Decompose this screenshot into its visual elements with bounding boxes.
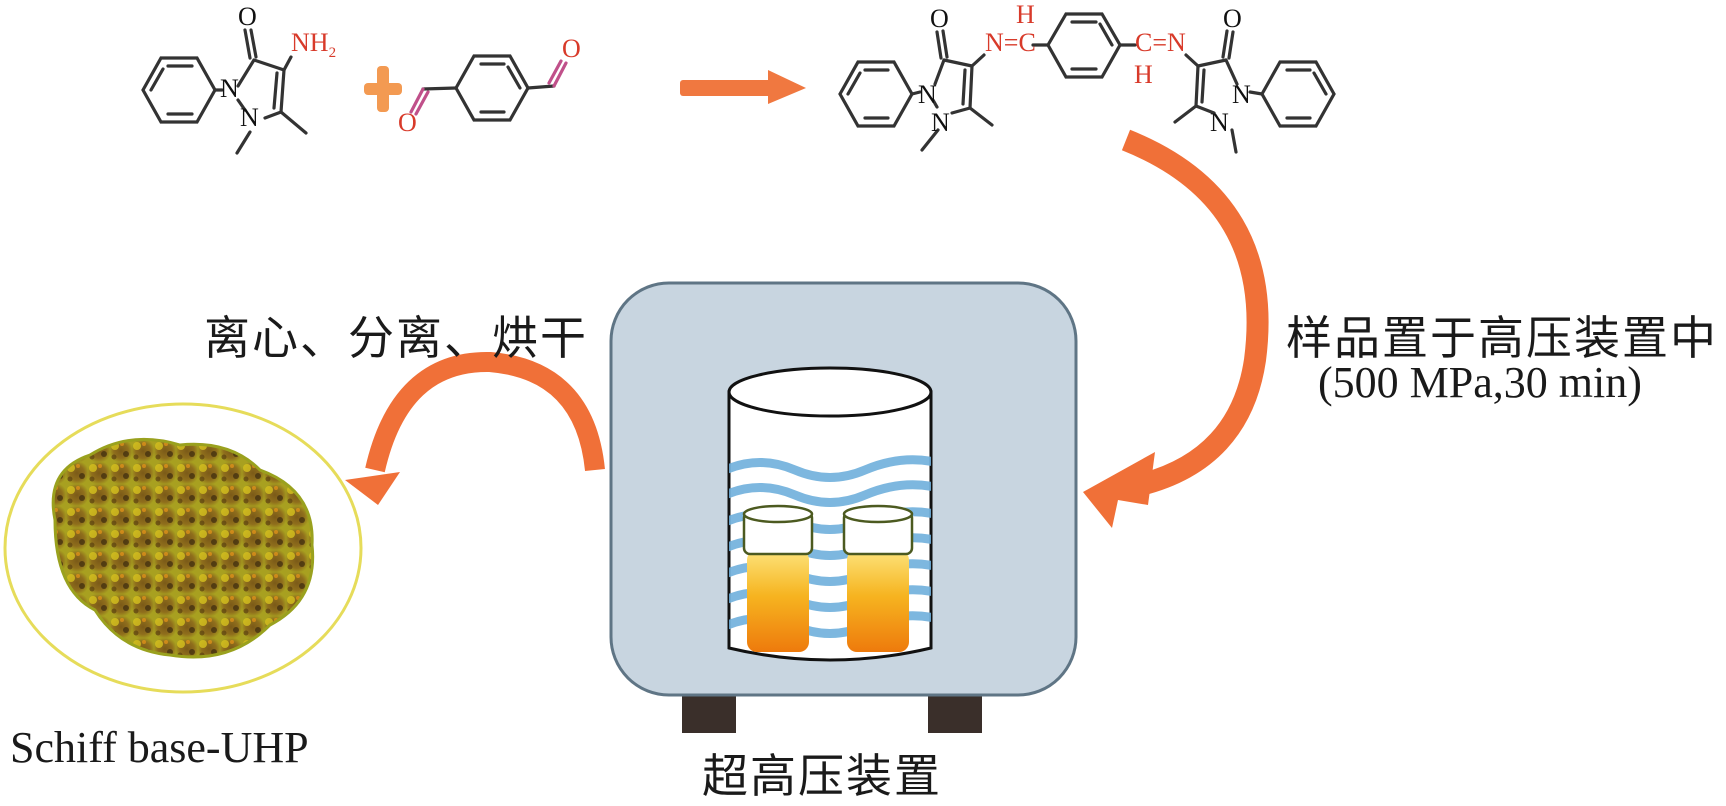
arrow-to-device [1083,129,1269,528]
product-imine-right: C=N [1135,28,1186,57]
product-label: Schiff base-UHP [10,723,309,772]
atom-o-right: O [562,34,581,63]
product-atom-o-right: O [1223,4,1242,33]
reactant-aminoantipyrine [141,28,308,155]
arrow-to-product [345,351,605,505]
atom-nh2: NH2 [291,28,336,62]
atom-o: O [238,2,257,31]
product-powder-image [3,402,363,694]
product-atom-n2-left: N [931,108,950,137]
vial-right [842,504,914,652]
reaction-arrow [680,70,806,104]
atom-nh2-main: NH [291,28,329,57]
product-atom-n2-right: N [1210,108,1229,137]
product-schiff-base [838,12,1336,154]
device-foot-left [682,693,736,733]
device-foot-right [928,693,982,733]
product-atom-n1-right: N [1232,80,1251,109]
product-imine-left: N=C [985,28,1036,57]
pressure-step-conditions: (500 MPa,30 min) [1318,358,1642,407]
reactant-terephthalaldehyde [409,54,568,122]
vial-left [742,504,814,652]
product-h-right: H [1134,60,1153,89]
product-atom-n1-left: N [918,80,937,109]
product-atom-o-left: O [930,4,949,33]
plus-sign [364,66,402,112]
atom-n1: N [220,74,239,103]
atom-o-left: O [398,108,417,137]
device-label: 超高压装置 [702,751,942,802]
post-treatment-label: 离心、分离、烘干 [204,313,588,364]
beaker-rim [727,366,933,418]
product-h-left: H [1016,0,1035,29]
atom-nh2-sub: 2 [328,45,337,62]
uhp-device [609,281,1078,733]
pressure-step-label: 样品置于高压装置中 [1286,313,1718,364]
atom-n2: N [240,103,259,132]
